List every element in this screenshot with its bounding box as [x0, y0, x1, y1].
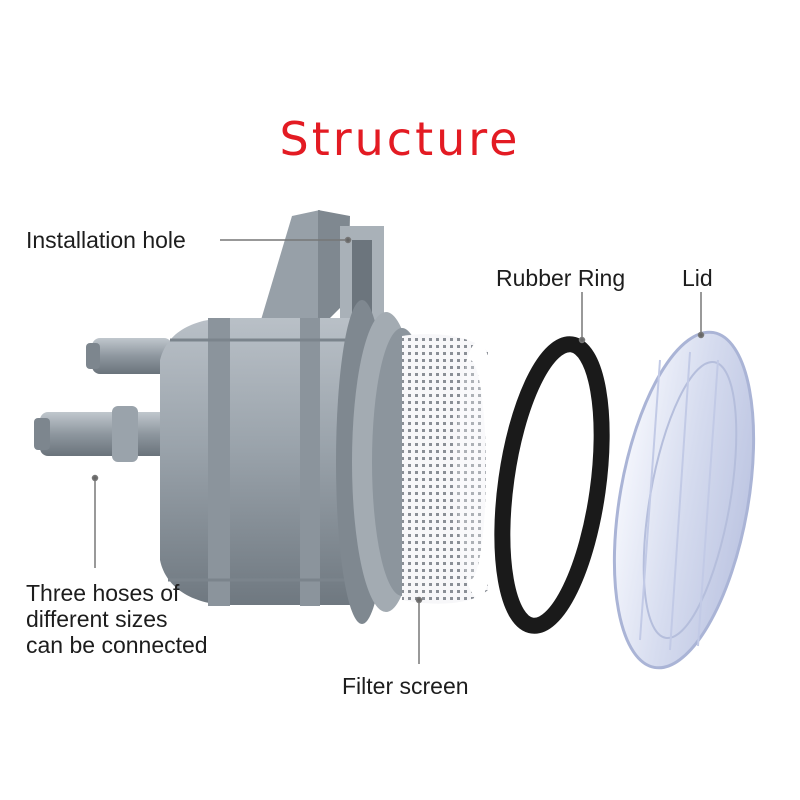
leader-lines [91, 236, 705, 664]
label-hoses-line-3: can be connected [26, 632, 208, 658]
rubber-ring-part [494, 336, 610, 634]
label-hoses-line-1: Three hoses of [26, 580, 180, 606]
hose-barb-large [40, 412, 168, 456]
label-hoses-line-2: different sizes [26, 606, 168, 632]
label-filter-screen: Filter screen [342, 673, 469, 699]
page-title: Structure [279, 112, 521, 166]
filter-screen-part [402, 333, 500, 604]
label-lid: Lid [682, 265, 713, 291]
lid-part [612, 330, 756, 670]
label-rubber-ring: Rubber Ring [496, 265, 626, 291]
label-installation-hole: Installation hole [26, 227, 186, 253]
label-hoses: Three hoses of different sizes can be co… [26, 580, 208, 658]
filter-body [160, 300, 432, 624]
hose-barb-small [92, 338, 172, 374]
hose-connectors [34, 338, 172, 462]
